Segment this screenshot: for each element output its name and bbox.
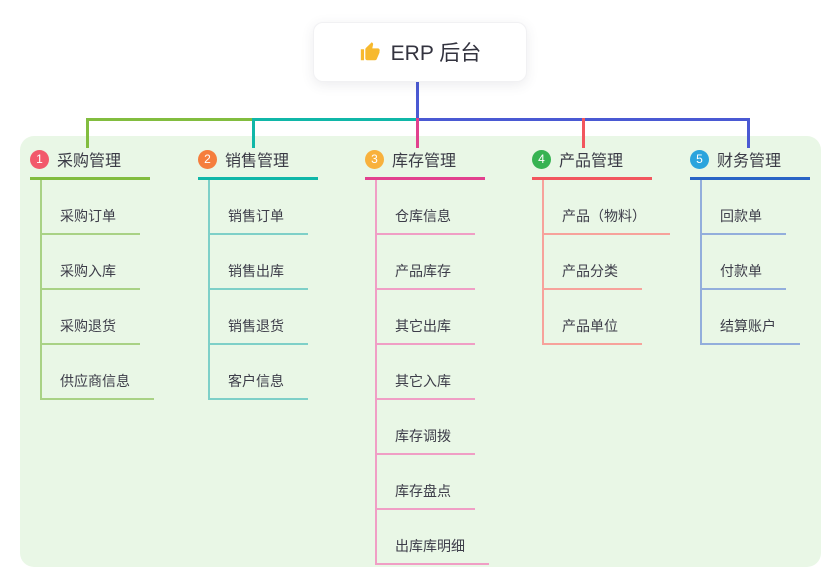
connector-drop-branch5: [747, 118, 750, 148]
branch-items: 销售订单 销售出库 销售退货 客户信息: [208, 180, 308, 400]
branch-number-badge: 2: [198, 149, 217, 169]
branch-label: 库存管理: [392, 153, 457, 170]
branch-items: 仓库信息 产品库存 其它出库 其它入库 库存调拨 库存盘点 出库库明细: [375, 180, 489, 565]
leaf-node[interactable]: 客户信息: [210, 345, 308, 400]
leaf-node[interactable]: 库存调拨: [377, 400, 475, 455]
root-node-title: ERP 后台: [390, 42, 482, 65]
thumbs-up-icon: [359, 41, 381, 63]
leaf-node[interactable]: 其它入库: [377, 345, 475, 400]
branch-label: 销售管理: [225, 153, 290, 170]
leaf-node[interactable]: 仓库信息: [377, 180, 475, 235]
branch-label: 财务管理: [717, 153, 782, 170]
leaf-node[interactable]: 销售出库: [210, 235, 308, 290]
branch-node[interactable]: 5 财务管理: [690, 147, 810, 180]
leaf-node[interactable]: 销售退货: [210, 290, 308, 345]
branch-items: 回款单 付款单 结算账户: [700, 180, 800, 345]
leaf-node[interactable]: 产品库存: [377, 235, 475, 290]
root-node-erp-backend[interactable]: ERP 后台: [313, 22, 527, 82]
leaf-node[interactable]: 产品（物料）: [544, 180, 670, 235]
branch-label: 采购管理: [57, 153, 122, 170]
leaf-node[interactable]: 产品单位: [544, 290, 642, 345]
branch-label: 产品管理: [559, 153, 624, 170]
branch-number-badge: 5: [690, 149, 709, 169]
connector-horizontal-branch2: [252, 118, 419, 121]
branch-node[interactable]: 1 采购管理: [30, 147, 150, 180]
branch-node[interactable]: 3 库存管理: [365, 147, 485, 180]
branch-3: 3 库存管理 仓库信息 产品库存 其它出库 其它入库 库存调拨 库存盘点 出库库…: [365, 147, 489, 565]
leaf-node[interactable]: 库存盘点: [377, 455, 475, 510]
leaf-node[interactable]: 产品分类: [544, 235, 642, 290]
connector-drop-branch2: [252, 118, 255, 148]
leaf-node[interactable]: 结算账户: [702, 290, 800, 345]
leaf-node[interactable]: 采购订单: [42, 180, 140, 235]
branch-4: 4 产品管理 产品（物料） 产品分类 产品单位: [532, 147, 670, 345]
leaf-node[interactable]: 其它出库: [377, 290, 475, 345]
connector-drop-branch1: [86, 118, 89, 148]
connector-drop-branch4: [582, 118, 585, 148]
leaf-node[interactable]: 供应商信息: [42, 345, 154, 400]
branch-node[interactable]: 2 销售管理: [198, 147, 318, 180]
root-connector-line: [416, 82, 419, 119]
branch-number-badge: 1: [30, 149, 49, 169]
branch-5: 5 财务管理 回款单 付款单 结算账户: [690, 147, 810, 345]
branch-number-badge: 3: [365, 149, 384, 169]
branch-1: 1 采购管理 采购订单 采购入库 采购退货 供应商信息: [30, 147, 154, 400]
leaf-node[interactable]: 销售订单: [210, 180, 308, 235]
branch-2: 2 销售管理 销售订单 销售出库 销售退货 客户信息: [198, 147, 318, 400]
connector-drop-branch3: [416, 118, 419, 148]
branches-panel: [20, 136, 821, 567]
leaf-node[interactable]: 付款单: [702, 235, 786, 290]
branch-number-badge: 4: [532, 149, 551, 169]
branch-node[interactable]: 4 产品管理: [532, 147, 652, 180]
leaf-node[interactable]: 出库库明细: [377, 510, 489, 565]
leaf-node[interactable]: 采购退货: [42, 290, 140, 345]
branch-items: 产品（物料） 产品分类 产品单位: [542, 180, 670, 345]
branch-items: 采购订单 采购入库 采购退货 供应商信息: [40, 180, 154, 400]
connector-horizontal-branch1: [86, 118, 255, 121]
leaf-node[interactable]: 采购入库: [42, 235, 140, 290]
leaf-node[interactable]: 回款单: [702, 180, 786, 235]
